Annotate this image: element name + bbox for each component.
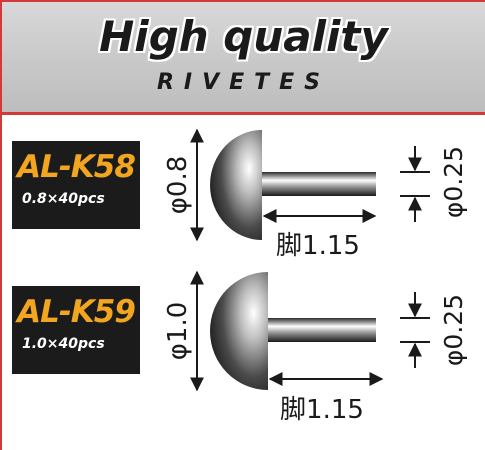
top-border — [0, 0, 485, 2]
rivet-shaft — [262, 172, 376, 196]
leg-length-label: 脚1.15 — [276, 231, 360, 261]
shaft-diameter-label: φ0.25 — [439, 294, 468, 366]
product-code: AL-K59 — [17, 294, 136, 330]
header-banner: High quality RIVETES — [2, 2, 485, 115]
head-diameter-label: φ0.8 — [163, 156, 193, 215]
rivet-shaft — [268, 318, 376, 342]
header-title: High quality — [99, 12, 388, 61]
product-quantity: 0.8×40pcs — [22, 191, 105, 207]
product-label-al-k59: AL-K59 1.0×40pcs — [12, 286, 140, 374]
product-quantity: 1.0×40pcs — [22, 336, 105, 352]
product-label-al-k58: AL-K58 0.8×40pcs — [12, 141, 140, 229]
rivet-head — [210, 272, 268, 390]
rivet-2-diagram: φ1.0 脚1.15 φ0.25 — [163, 270, 468, 425]
left-border — [0, 0, 2, 450]
head-diameter-label: φ1.0 — [163, 302, 193, 361]
rivet-head — [210, 130, 262, 240]
header-subtitle: RIVETES — [156, 70, 331, 95]
product-code: AL-K58 — [17, 149, 136, 185]
shaft-diameter-label: φ0.25 — [439, 146, 468, 218]
leg-length-label: 脚1.15 — [280, 395, 364, 425]
rivet-1-diagram: φ0.8 脚1.15 φ0.25 — [163, 128, 468, 261]
